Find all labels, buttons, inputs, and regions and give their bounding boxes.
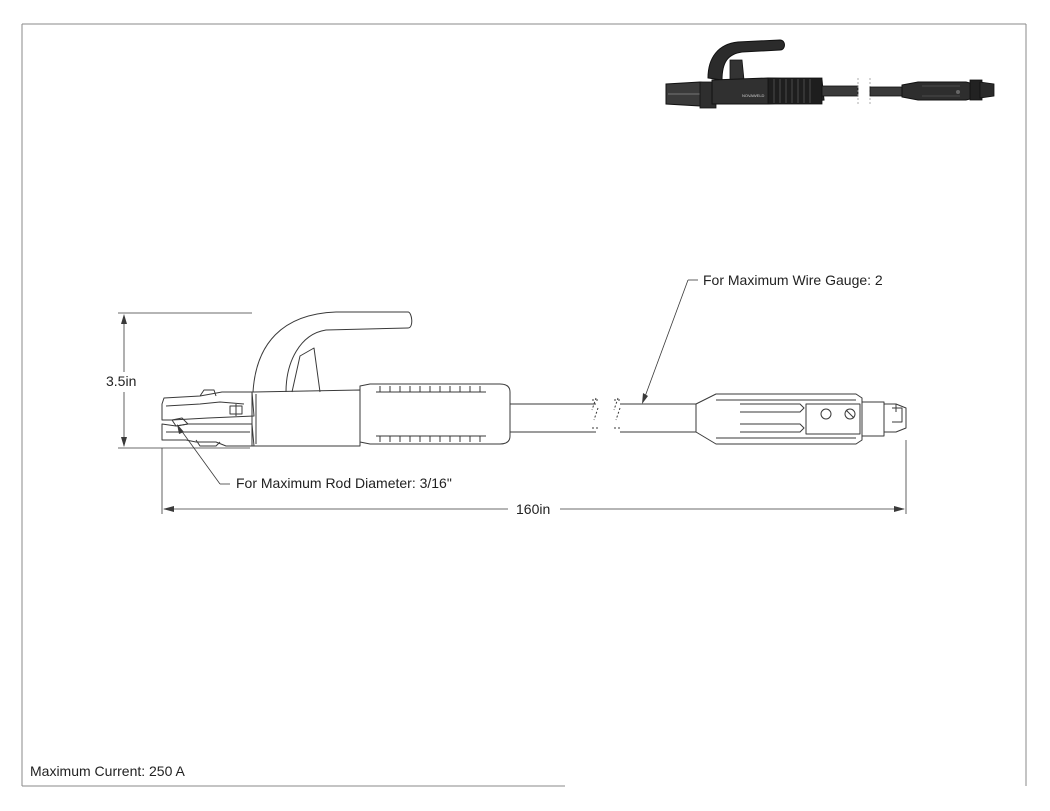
wire-callout-leader [642, 279, 698, 404]
footer-note: Maximum Current: 250 A [30, 763, 185, 779]
rod-callout-label: For Maximum Rod Diameter: 3/16" [236, 475, 452, 491]
length-dimension-label: 160in [516, 501, 550, 517]
wire-callout-label: For Maximum Wire Gauge: 2 [703, 272, 883, 288]
height-dimension [118, 312, 252, 449]
height-dimension-label: 3.5in [106, 373, 136, 389]
electrode-holder-drawing [161, 311, 907, 447]
thumbnail-view: NOVAWELD [665, 39, 995, 109]
thumbnail-brand-text: NOVAWELD [742, 93, 765, 98]
sheet-frame [21, 23, 1027, 787]
rod-callout-leader [177, 424, 230, 485]
length-dimension [161, 440, 907, 514]
